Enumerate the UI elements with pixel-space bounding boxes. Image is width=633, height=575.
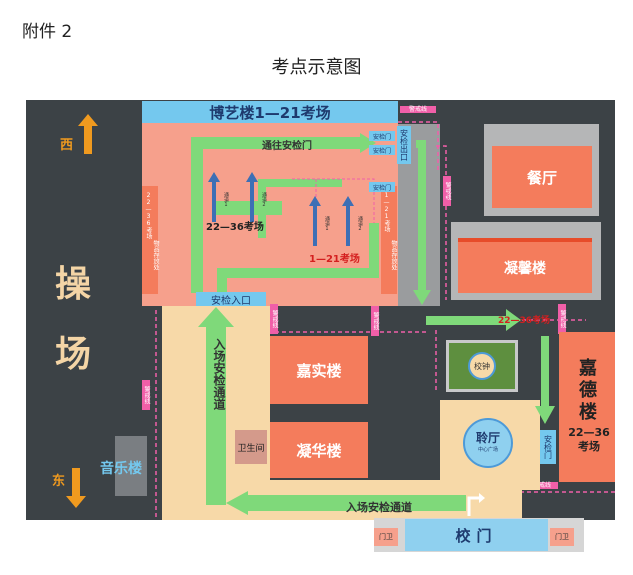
- exam-22-36-label: 22—36考场: [206, 222, 264, 233]
- jiade-building: [559, 332, 615, 482]
- cordon-tag: 警戒线: [371, 306, 379, 336]
- route-22-36-label: 22—36考场: [498, 316, 551, 326]
- cordon-tag: 警戒线: [558, 304, 566, 334]
- west-arrow-icon: [78, 114, 98, 154]
- west-label: 西: [60, 138, 74, 153]
- right-storage-sub: 物品存放处: [390, 240, 397, 270]
- route-to-22-36-arrow: [426, 309, 521, 331]
- campus-map: 操场 西 东 音乐楼 博艺楼1—21考场 22—36考场 物品存放处 1—21考…: [26, 100, 615, 520]
- passage-1-label: 通道1: [324, 216, 330, 232]
- route-to-jiade-arrow: [535, 336, 555, 424]
- up-arrow-icon: [208, 172, 220, 222]
- boyi-building-header: 博艺楼1—21考场: [142, 101, 398, 123]
- school-gate: 校门: [405, 519, 548, 551]
- security-gate-2: 安检门: [369, 145, 395, 155]
- left-storage-strip: [142, 186, 158, 294]
- cordon-tag: 警戒线: [400, 106, 436, 113]
- right-storage-strip: [381, 186, 397, 294]
- playground-label: 操场: [54, 264, 91, 375]
- entry-vertical-label: 入场安检通道: [212, 338, 226, 410]
- jiade-exam-label: 22—36考场: [568, 426, 610, 453]
- security-gate-jiade: 安检门: [540, 430, 556, 464]
- up-arrow-icon: [342, 196, 354, 246]
- ninghua-building: 凝华楼: [270, 422, 368, 478]
- guard-room-right: 门卫: [550, 528, 574, 546]
- up-arrow-icon: [246, 172, 258, 222]
- passage-2-label: 通道2: [357, 216, 363, 232]
- hall-sub-label: 中心广场: [477, 447, 498, 453]
- cordon-tag: 警戒线: [526, 482, 558, 489]
- cordon-tag: 警戒线: [443, 176, 451, 206]
- hall-label: 聆厅: [475, 431, 500, 445]
- canteen-inner: 餐厅: [492, 146, 592, 208]
- security-gate-3: 安检门: [369, 182, 395, 192]
- passage-2-label: 通道2: [261, 192, 267, 208]
- security-entrance-label: 安检入口: [196, 292, 266, 307]
- music-building-label: 音乐楼: [100, 461, 142, 477]
- jiade-label: 嘉德楼: [579, 358, 597, 423]
- entry-route: [198, 307, 466, 515]
- turn-arrow-icon: [467, 493, 485, 516]
- left-storage-sub: 物品存放处: [152, 240, 159, 270]
- east-arrow-icon: [66, 468, 86, 508]
- cordon-tag: 警戒线: [270, 304, 278, 334]
- attachment-label: 附件 2: [22, 22, 73, 42]
- boyi-route: [191, 133, 379, 293]
- east-label: 东: [52, 474, 66, 489]
- up-arrow-icon: [309, 196, 321, 246]
- music-building: [115, 436, 147, 496]
- page-title: 考点示意图: [271, 57, 362, 78]
- ningxin-inner: 凝馨楼: [458, 238, 592, 293]
- exam-1-21-label: 1—21考场: [309, 254, 360, 265]
- right-storage-label: 1—21考场: [383, 192, 390, 232]
- passage-1-label: 通道1: [223, 192, 229, 208]
- bell-circle: 校钟: [468, 352, 496, 380]
- security-gate-1: 安检门: [369, 131, 395, 141]
- left-storage-label: 22—36考场: [145, 192, 152, 239]
- down-route-arrow: [413, 140, 431, 305]
- to-security-gate-label: 通往安检门: [262, 141, 312, 152]
- hall-circle: [463, 418, 513, 468]
- entry-horizontal-label: 入场安检通道: [346, 501, 412, 514]
- jiashi-building: 嘉实楼: [270, 336, 368, 404]
- guard-room-left: 门卫: [374, 528, 398, 546]
- restroom: 卫生间: [235, 430, 267, 464]
- security-exit-label: 安检出口: [397, 126, 411, 164]
- cordon-tag: 警戒线: [142, 380, 150, 410]
